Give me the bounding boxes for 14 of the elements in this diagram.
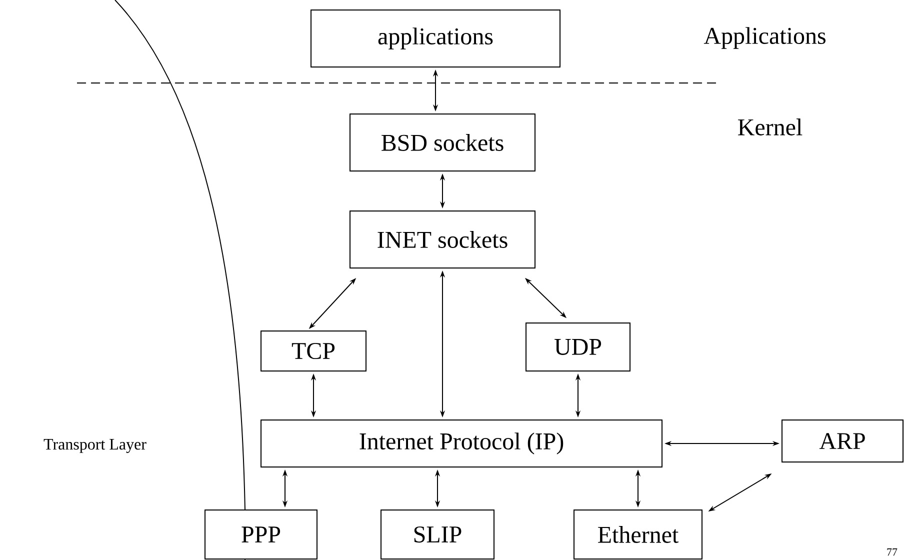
protocol-box: SLIP [380, 510, 494, 560]
protocol-box: Internet Protocol (IP) [260, 420, 662, 468]
layer-label: Kernel [738, 118, 802, 136]
protocol-box: UDP [526, 322, 630, 372]
layer-label: Applications [704, 27, 826, 49]
protocol-box: BSD sockets [350, 114, 536, 172]
layer-label: Transport Layer [44, 439, 146, 453]
protocol-box: applications [310, 10, 560, 68]
protocol-box: INET sockets [350, 210, 536, 268]
protocol-box: Ethernet [574, 510, 702, 560]
protocol-box: TCP [260, 330, 366, 372]
protocol-box: PPP [204, 510, 318, 560]
page-number: 77 [887, 548, 898, 556]
protocol-box: ARP [782, 420, 904, 462]
